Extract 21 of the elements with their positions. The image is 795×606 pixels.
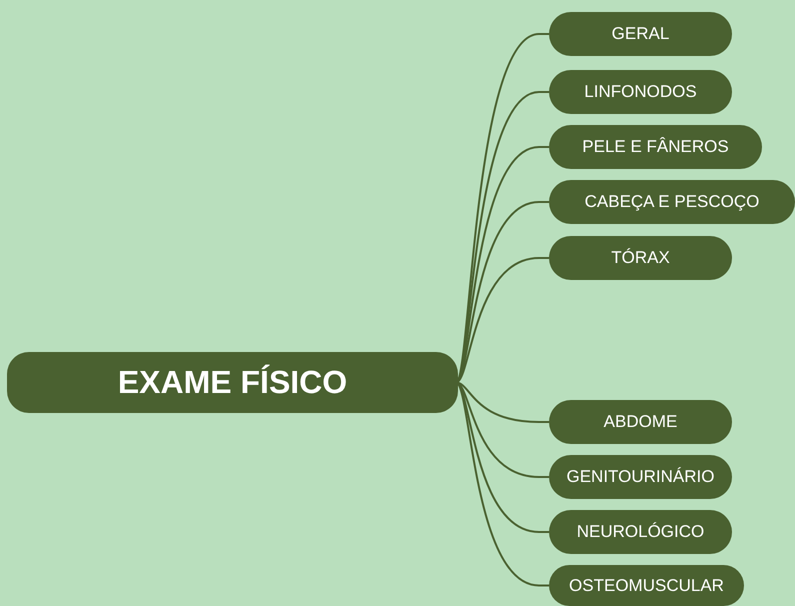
topic-label: OSTEOMUSCULAR xyxy=(569,576,724,596)
topic-label: EXAME FÍSICO xyxy=(118,364,348,401)
topic-box xyxy=(549,455,732,499)
central-topic-box xyxy=(7,352,458,413)
topic-box xyxy=(549,12,732,56)
topic-box xyxy=(549,510,732,554)
topic-box xyxy=(549,236,732,280)
topic-label: GENITOURINÁRIO xyxy=(566,467,714,487)
topic-box xyxy=(549,125,762,169)
topic-box xyxy=(549,180,795,224)
topic-box xyxy=(549,70,732,114)
topic-label: LINFONODOS xyxy=(584,82,697,102)
topic-label: TÓRAX xyxy=(611,248,670,268)
topic-box xyxy=(549,400,732,444)
topic-label: CABEÇA E PESCOÇO xyxy=(584,192,760,212)
connector-line xyxy=(456,382,549,423)
topic-label: PELE E FÂNEROS xyxy=(582,137,729,157)
topic-label: ABDOME xyxy=(604,412,678,432)
topic-label: GERAL xyxy=(612,24,670,44)
topic-box xyxy=(549,565,744,606)
topic-label: NEUROLÓGICO xyxy=(576,522,704,542)
